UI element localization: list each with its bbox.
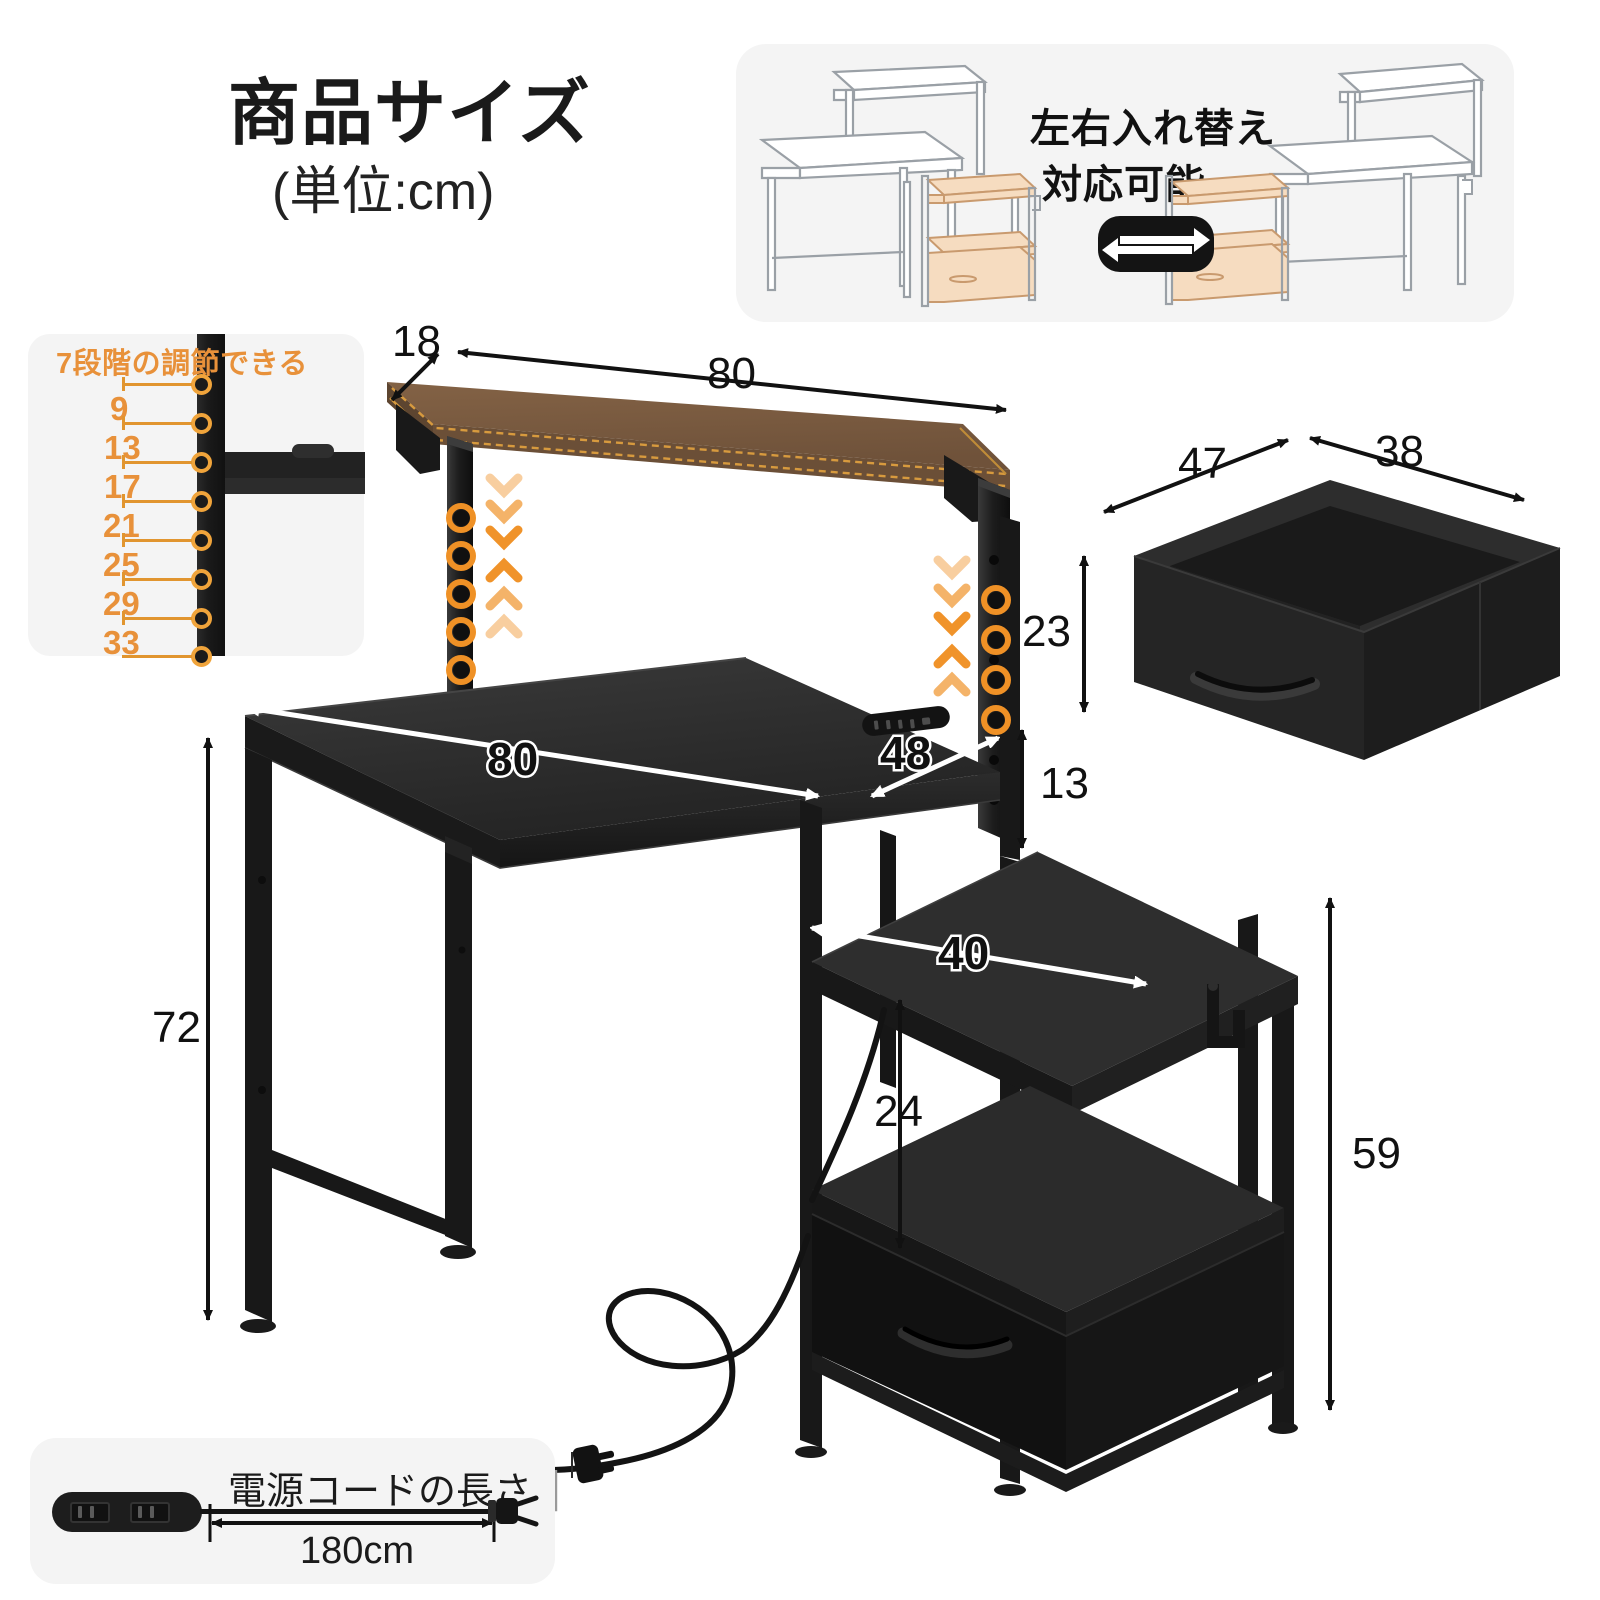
chevron-up-right	[933, 643, 971, 697]
adjust-leader	[122, 500, 192, 503]
swap-horizontal-icon	[1098, 208, 1214, 280]
hook-screw	[1208, 981, 1218, 991]
dim-label-80-desk: 80	[484, 733, 540, 785]
dim-label-18: 18	[392, 317, 441, 366]
dim-label-23: 23	[1022, 607, 1071, 656]
adjust-hole	[191, 374, 212, 395]
adjust-hole	[191, 530, 212, 551]
dim-label-47: 47	[1178, 439, 1227, 488]
adjust-hole	[191, 491, 212, 512]
adjust-holes-left	[453, 510, 469, 678]
adjust-tick	[122, 494, 125, 508]
side-lower-shelf	[812, 1086, 1284, 1336]
chevron-down-left	[485, 473, 523, 551]
desk-legs-left	[240, 748, 476, 1333]
socket-slot	[90, 1506, 94, 1518]
adjust-hole	[191, 569, 212, 590]
power-plug-icon	[571, 1444, 615, 1484]
chevron-down-right	[933, 555, 971, 637]
adjust-leader	[122, 461, 192, 464]
cord-length-label: 180cm	[300, 1530, 415, 1572]
adjust-leader	[122, 578, 192, 581]
adjust-hole	[191, 646, 212, 667]
adjust-hole-highlights-right	[981, 585, 1011, 735]
dim-line-47	[1103, 438, 1289, 514]
page-unit-label: (単位:cm)	[272, 163, 495, 221]
page-title: 商品サイズ	[228, 74, 591, 154]
adjust-tick	[122, 611, 125, 625]
adjust-panel-title: 7段階の調節できる	[56, 348, 309, 380]
dim-label-48: 48	[877, 727, 933, 779]
cord-wire-graphic	[200, 1509, 495, 1514]
dim-line-48	[872, 735, 998, 799]
dim-label-72: 72	[152, 1003, 201, 1052]
fabric-drawer	[811, 1213, 1285, 1470]
adjust-level-3: 21	[103, 507, 140, 544]
cord-panel-plug-icon	[488, 1495, 539, 1527]
swap-panel-line1: 左右入れ替え	[1030, 107, 1276, 151]
dim-line-18	[390, 352, 440, 402]
power-cord	[545, 1007, 887, 1473]
dim-label-48-fill: 48	[880, 727, 932, 779]
adjust-leader	[122, 383, 192, 386]
adjust-leader	[122, 422, 192, 425]
dim-label-13: 13	[1040, 759, 1089, 808]
adjust-hole	[191, 452, 212, 473]
adjust-level-4: 25	[103, 546, 140, 583]
adjust-level-5: 29	[103, 585, 140, 622]
adjust-hole	[191, 608, 212, 629]
adjust-shelf-edge-graphic	[225, 478, 365, 494]
socket-slot	[150, 1506, 154, 1518]
dim-line-40	[812, 928, 1146, 984]
adjust-tick	[122, 455, 125, 469]
adjust-tick	[122, 533, 125, 547]
fabric-storage-bin	[1133, 480, 1561, 760]
chevron-up-left	[485, 557, 523, 639]
adjust-tick	[122, 416, 125, 430]
desk-power-strip	[862, 706, 950, 736]
adjust-leader	[122, 539, 192, 542]
adjust-leader	[122, 655, 192, 658]
leg-screws	[258, 876, 466, 1094]
dim-label-80-shelf: 80	[707, 349, 756, 398]
side-hook	[1207, 984, 1245, 1048]
dim-label-40: 40	[935, 927, 991, 979]
drawer-bottom-rail	[812, 1352, 1284, 1492]
adjust-knob-graphic	[292, 444, 334, 458]
adjust-leader	[122, 617, 192, 620]
dim-label-59: 59	[1352, 1129, 1401, 1178]
dim-line-38	[1309, 435, 1525, 503]
adjust-tick	[122, 572, 125, 586]
socket-slot	[78, 1506, 82, 1518]
dim-label-24: 24	[874, 1087, 923, 1136]
socket-slot	[138, 1506, 142, 1518]
adjust-level-6: 33	[103, 624, 140, 661]
adjust-hole	[191, 413, 212, 434]
dim-label-80-desk-fill: 80	[487, 733, 539, 785]
dim-label-38: 38	[1375, 427, 1424, 476]
shelf-bracket-left	[396, 404, 440, 474]
adjust-holes-right	[988, 592, 1004, 728]
adjust-tick	[122, 377, 125, 391]
cord-panel-label: 電源コードの長さ	[228, 1471, 533, 1513]
dim-line-80-desk	[248, 708, 818, 796]
dim-label-40-fill: 40	[938, 927, 990, 979]
adjust-hole-highlights-left	[446, 503, 476, 685]
dim-line-80-shelf	[457, 348, 1007, 414]
